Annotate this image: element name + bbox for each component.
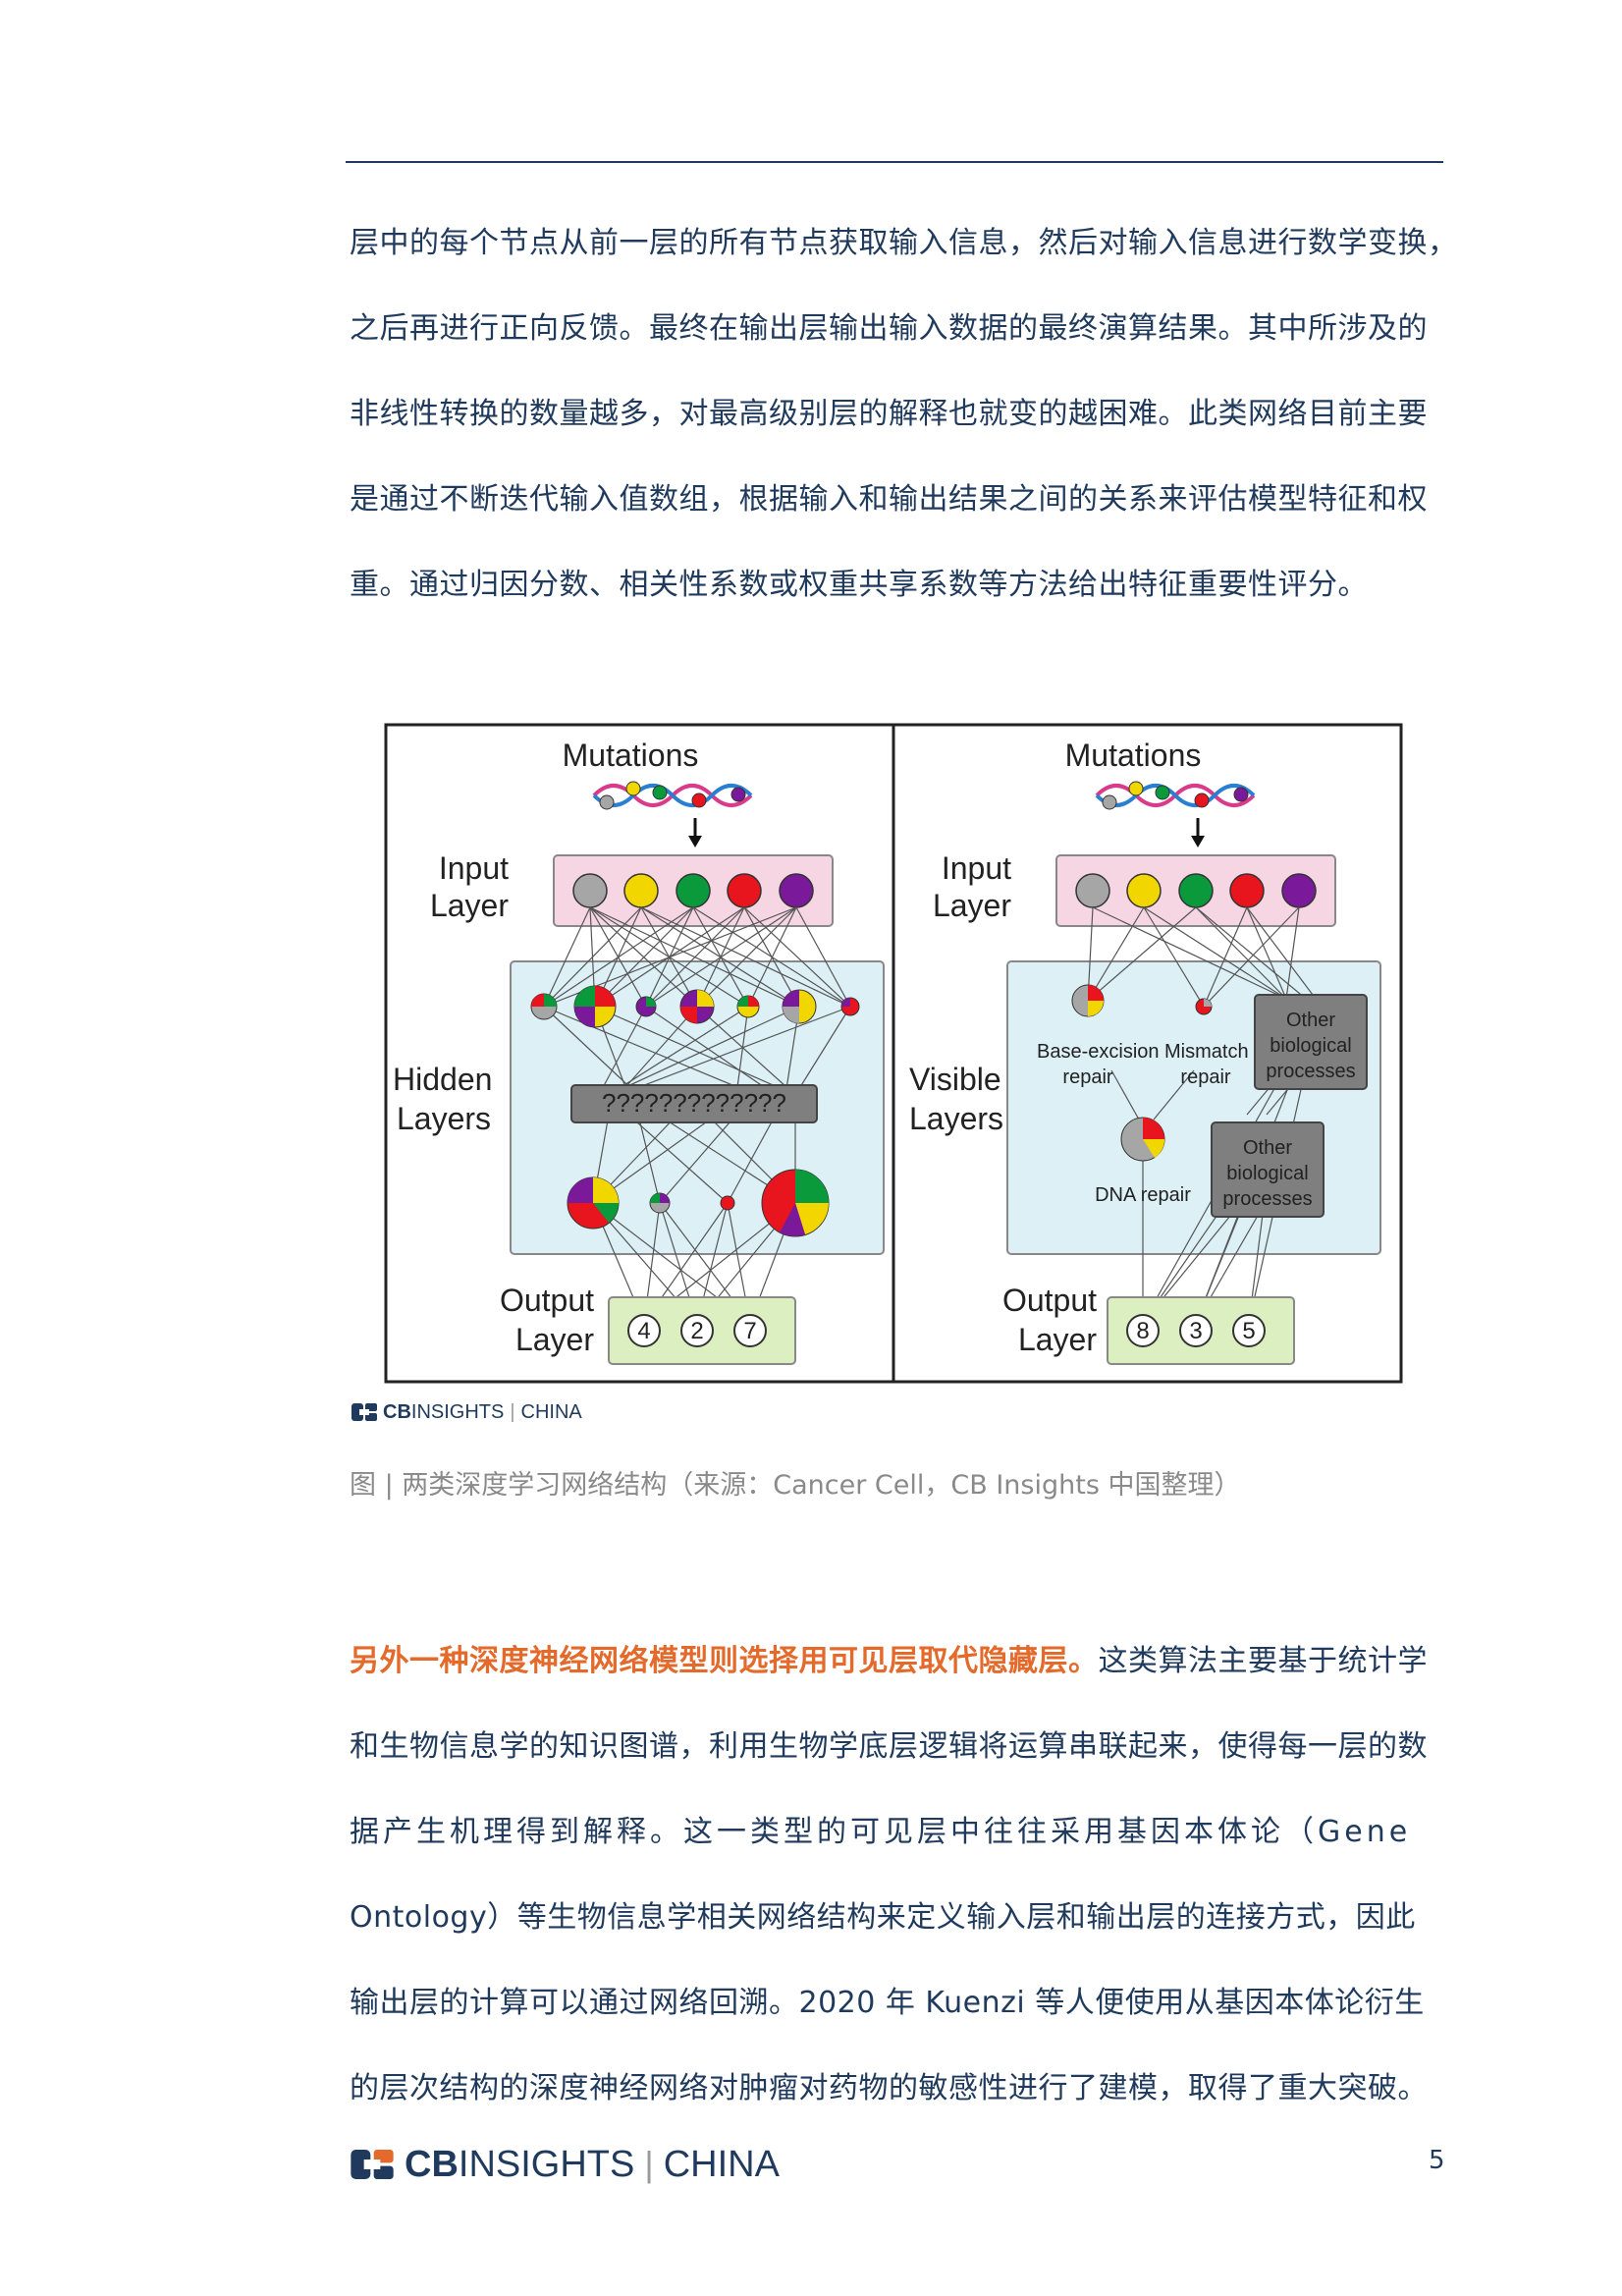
output-node: 3 [1189, 1318, 1202, 1344]
dna-repair-label: DNA repair [1095, 1184, 1191, 1206]
dna-helix-icon [1095, 781, 1256, 810]
left-panel: Mutations Input Layer Hidden Layers [393, 738, 885, 1365]
output-layer-label-2: Layer [1018, 1322, 1097, 1357]
unknown-layers-box [570, 1084, 818, 1123]
mismatch-label-2: repair [1180, 1066, 1230, 1088]
paragraph-2: 另外一种深度神经网络模型则选择用可见层取代隐藏层。这类算法主要基于统计学 和生物… [350, 1618, 1449, 2131]
input-layer-label: Input [439, 850, 509, 886]
text-line: 层中的每个节点从前一层的所有节点获取输入信息，然后对输入信息进行数学变换， [350, 226, 1458, 260]
logo-china: CHINA [520, 1400, 582, 1423]
cb-logo-icon [351, 2150, 394, 2179]
footer-logo-sep: | [644, 2144, 654, 2184]
connections [1087, 906, 1317, 1324]
footer-logo-insights: INSIGHTS [458, 2143, 635, 2185]
output-layer-label: Output [1002, 1283, 1097, 1318]
other-processes-box [1211, 1121, 1325, 1218]
output-node: 7 [743, 1318, 756, 1344]
paragraph-1: 层中的每个节点从前一层的所有节点获取输入信息，然后对输入信息进行数学变换， 之后… [350, 200, 1458, 628]
hidden-layers-label: Hidden [393, 1062, 492, 1097]
output-node: 4 [637, 1318, 650, 1344]
text-line: Ontology）等生物信息学相关网络结构来定义输入层和输出层的连接方式，因此 [350, 1900, 1416, 1935]
text-line: 据产生机理得到解释。这一类型的可见层中往往采用基因本体论（Gene [350, 1815, 1412, 1849]
ber-label-2: repair [1062, 1066, 1112, 1088]
visible-layers-label-2: Layers [909, 1101, 1003, 1136]
output-node: 5 [1242, 1318, 1255, 1344]
text-line: 另外一种深度神经网络模型则选择用可见层取代隐藏层。这类算法主要基于统计学 [350, 1618, 1449, 1704]
page-number: 5 [1429, 2146, 1445, 2175]
input-layer-label: Input [942, 850, 1011, 886]
text-line: 重。通过归因分数、相关性系数或权重共享系数等方法给出特征重要性评分。 [350, 568, 1368, 602]
text-span: 这类算法主要基于统计学 [1098, 1644, 1428, 1678]
hidden-node-row-2 [567, 1169, 830, 1237]
hidden-layers-label-2: Layers [397, 1101, 491, 1136]
mutations-label: Mutations [1065, 738, 1202, 773]
ber-label: Base-excision [1037, 1041, 1160, 1063]
logo-sep: | [510, 1400, 515, 1423]
text-line: 是通过不断迭代输入值数组，根据输入和输出结果之间的关系来评估模型特征和权 [350, 482, 1428, 517]
text-line: 非线性转换的数量越多，对最高级别层的解释也就变的越困难。此类网络目前主要 [350, 397, 1428, 431]
dna-helix-icon [592, 781, 753, 810]
hidden-node-row-1 [530, 985, 860, 1028]
figure-caption: 图 | 两类深度学习网络结构（来源：Cancer Cell，CB Insight… [350, 1470, 1241, 1501]
input-layer-label-2: Layer [933, 888, 1011, 923]
highlight-text: 另外一种深度神经网络模型则选择用可见层取代隐藏层。 [350, 1644, 1099, 1678]
header-rule [346, 161, 1443, 163]
output-node: 2 [690, 1318, 703, 1344]
text-line: 和生物信息学的知识图谱，利用生物学底层逻辑将运算串联起来，使得每一层的数 [350, 1729, 1428, 1764]
other-processes-text: processes [1266, 1061, 1355, 1082]
other-processes-text: biological [1270, 1035, 1351, 1057]
unknown-layers-text: ????????????? [602, 1088, 786, 1118]
network-figure: .lbl { font-family:"Liberation Sans",san… [384, 723, 1403, 1384]
logo-cb: CB [383, 1400, 411, 1423]
footer-logo-cb: CB [405, 2143, 459, 2185]
visible-layers-label: Visible [909, 1062, 1001, 1097]
footer-logo-china: CHINA [663, 2143, 780, 2185]
other-processes-text: Other [1243, 1137, 1292, 1159]
output-node: 8 [1136, 1318, 1149, 1344]
other-processes-text: Other [1286, 1010, 1335, 1031]
right-panel: Mutations Input Layer Visible Layers [909, 738, 1381, 1365]
output-layer-label-2: Layer [515, 1322, 594, 1357]
input-layer-label-2: Layer [430, 888, 509, 923]
output-layer-label: Output [500, 1283, 594, 1318]
text-line: 之后再进行正向反馈。最终在输出层输出输入数据的最终演算结果。其中所涉及的 [350, 311, 1428, 346]
other-processes-text: biological [1226, 1163, 1308, 1184]
logo-insights: INSIGHTS [410, 1400, 505, 1423]
cb-logo-icon [351, 1403, 377, 1421]
mismatch-label: Mismatch [1164, 1041, 1249, 1063]
text-line: 输出层的计算可以通过网络回溯。2020 年 Kuenzi 等人便使用从基因本体论… [350, 1986, 1425, 2020]
text-line: 的层次结构的深度神经网络对肿瘤对药物的敏感性进行了建模，取得了重大突破。 [350, 2071, 1428, 2105]
mutations-label: Mutations [563, 738, 699, 773]
other-processes-text: processes [1222, 1188, 1312, 1210]
other-processes-box [1254, 994, 1368, 1090]
